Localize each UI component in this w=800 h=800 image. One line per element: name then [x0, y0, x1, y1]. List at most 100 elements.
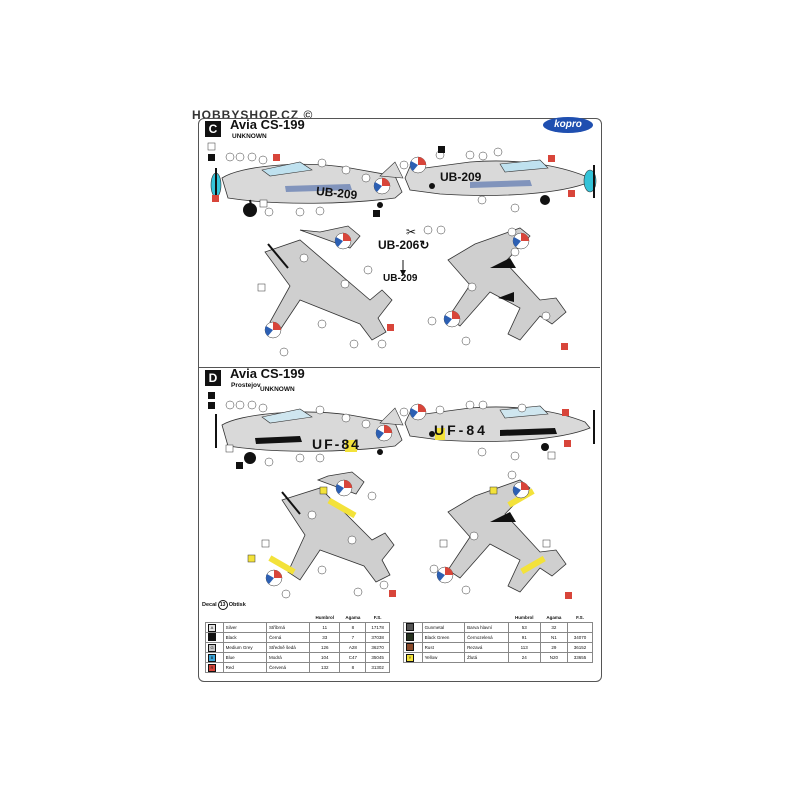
paint-name-czech: Červená — [265, 662, 311, 673]
paint-swatch — [208, 633, 216, 641]
rotate-icon: ↻ — [419, 238, 430, 252]
paint-fs — [566, 622, 594, 633]
fs-header: F.S. — [576, 615, 584, 620]
paint-name: Blue — [222, 652, 267, 663]
paint-agama: C47 — [339, 652, 367, 663]
humbrol-header: Humbrol — [514, 615, 534, 620]
paint-swatch: Y — [406, 653, 414, 662]
paint-swatch-cell: G — [205, 642, 224, 653]
scissors-icon: ✂ — [406, 225, 416, 239]
paint-swatch-cell — [403, 632, 423, 643]
paint-fs: 17178 — [365, 622, 390, 633]
paint-swatch: B — [208, 653, 216, 662]
scheme-c-reg-old-text: UB-206 — [378, 238, 420, 252]
scheme-d-top-view — [265, 471, 395, 587]
paint-humbrol: 113 — [507, 642, 541, 653]
scheme-d-callouts — [225, 400, 527, 599]
scheme-c-subtitle: UNKNOWN — [232, 133, 267, 140]
paint-table-header: Humbrol Agama F.S. — [404, 613, 593, 623]
paint-humbrol: 91 — [507, 632, 541, 643]
scheme-c-reg-new: UB-209 — [383, 273, 418, 284]
paint-agama: 8 — [339, 622, 367, 633]
scheme-d-reg-left: UF-84 — [312, 436, 361, 452]
paint-swatch-cell — [205, 632, 224, 643]
paint-agama: 8 — [339, 662, 367, 673]
decal-prefix: Decal — [202, 602, 217, 608]
paint-name: Medium Grey — [222, 642, 267, 653]
copyright-icon: © — [299, 108, 314, 122]
decal-number: 13 — [217, 600, 228, 610]
paint-name: Red — [222, 662, 267, 673]
paint-fs: 36270 — [365, 642, 390, 653]
paint-agama: 7 — [339, 632, 367, 643]
paint-name: Gunmetal — [421, 622, 466, 633]
scheme-d-subtitle: UNKNOWN — [260, 386, 295, 393]
paint-humbrol: 24 — [507, 652, 541, 663]
scheme-c-reg-right: UB-209 — [440, 170, 482, 184]
paint-name-czech: Černá — [265, 632, 311, 643]
scheme-c-reg-old: UB-206↻ — [378, 238, 429, 252]
paint-swatch: A — [208, 623, 216, 632]
paint-table-header: Humbrol Agama F.S. — [206, 613, 390, 623]
scheme-c-color-tags — [207, 142, 575, 350]
scheme-d-title: Avia CS-199 — [230, 366, 305, 381]
paint-name-czech: Žlutá — [464, 652, 509, 663]
scheme-d-bottom-view — [436, 479, 567, 593]
paint-name: Black Green — [421, 632, 466, 643]
paint-fs: 37038 — [365, 632, 390, 643]
paint-swatch-cell: B — [205, 652, 224, 663]
scheme-c-letter: C — [205, 121, 221, 137]
paint-humbrol: 33 — [309, 632, 341, 643]
paint-humbrol: 126 — [309, 642, 341, 653]
paint-humbrol: 104 — [309, 652, 341, 663]
paint-swatch-cell: A — [205, 622, 224, 633]
scheme-c-side-view-left — [210, 161, 404, 217]
paint-fs: 33655 — [566, 652, 594, 663]
scheme-d-side-view-left — [215, 407, 404, 464]
paint-agama: 29 — [539, 642, 568, 653]
paint-name: Black — [222, 632, 267, 643]
paint-name-czech: Rezavá — [464, 642, 509, 653]
paint-humbrol: 11 — [309, 622, 341, 633]
humbrol-header: Humbrol — [315, 615, 335, 620]
scheme-d-reg-right: UF-84 — [434, 422, 488, 438]
scheme-c-top-view — [264, 225, 393, 341]
paint-agama: A28 — [339, 642, 367, 653]
paint-swatch-cell: Y — [403, 652, 423, 663]
scheme-c-side-view-right — [404, 156, 597, 205]
paint-fs: 31302 — [365, 662, 390, 673]
paint-agama: N20 — [539, 652, 568, 663]
paint-swatch-cell — [403, 622, 423, 633]
paint-swatch: G — [208, 643, 216, 652]
paint-name-czech: Barva hlavní — [464, 622, 509, 633]
paint-name: Rust — [421, 642, 466, 653]
paint-name-czech: Modrá — [265, 652, 311, 663]
paint-swatch — [406, 623, 414, 631]
agama-header: Agama — [546, 615, 562, 620]
scheme-d-letter: D — [205, 370, 221, 386]
paint-swatch — [406, 643, 414, 651]
paint-fs: 34070 — [566, 632, 594, 643]
paint-name: Silver — [222, 622, 267, 633]
paint-name-czech: Středně šedá — [265, 642, 311, 653]
paint-humbrol: 132 — [309, 662, 341, 673]
decal-suffix: Obtisk — [228, 602, 246, 608]
paint-swatch — [406, 633, 414, 641]
paint-swatch: R — [208, 663, 216, 672]
brand-logo: kopro — [543, 117, 593, 133]
scheme-c-callouts — [225, 147, 551, 357]
paint-swatch-cell: R — [205, 662, 224, 673]
agama-header: Agama — [345, 615, 361, 620]
paint-name-czech: Stříbrná — [265, 622, 311, 633]
